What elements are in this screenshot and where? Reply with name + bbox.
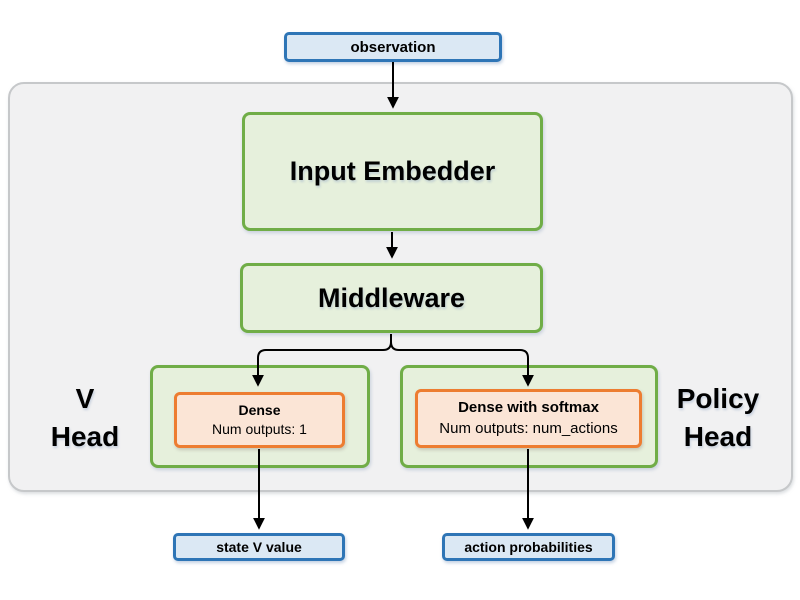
state-v-value-node: state V value: [173, 533, 345, 561]
policy-head-dense-node: Dense with softmax Num outputs: num_acti…: [415, 389, 642, 448]
middleware-node: Middleware: [240, 263, 543, 333]
action-probabilities-node: action probabilities: [442, 533, 615, 561]
input-embedder-node: Input Embedder: [242, 112, 543, 231]
policy-head-label-line1: Policy: [676, 383, 760, 415]
v-head-label: V Head: [25, 376, 145, 460]
observation-node: observation: [284, 32, 502, 62]
v-head-dense-title: Dense: [238, 402, 281, 419]
policy-head-label-line2: Head: [683, 421, 753, 452]
policy-head-dense-subtitle: Num outputs: num_actions: [439, 419, 618, 437]
v-head-label-line1: V: [75, 383, 95, 415]
policy-head-label: Policy Head: [656, 376, 780, 460]
policy-head-dense-title: Dense with softmax: [458, 399, 599, 417]
v-head-label-line2: Head: [50, 421, 120, 452]
v-head-dense-node: Dense Num outputs: 1: [174, 392, 345, 448]
v-head-dense-subtitle: Num outputs: 1: [212, 421, 307, 437]
